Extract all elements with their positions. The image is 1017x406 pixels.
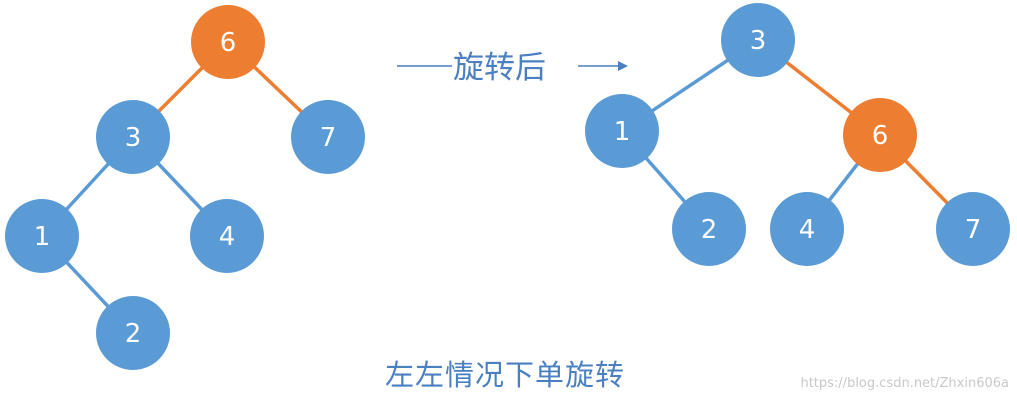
node-circle: [291, 100, 365, 174]
tree-node-before-7: 7: [291, 100, 365, 174]
tree-node-after-1: 1: [585, 94, 659, 168]
node-circle: [190, 199, 264, 273]
tree-node-before-6: 6: [191, 5, 265, 79]
tree-node-before-1: 1: [5, 199, 79, 273]
tree-node-before-2: 2: [96, 296, 170, 370]
node-label: 2: [701, 215, 718, 245]
nodes-layer: 6 3 7 1 4 2 3 1 6 2 4 7: [5, 3, 1010, 370]
arrow-label: 旋转后: [453, 50, 546, 86]
node-circle: [770, 192, 844, 266]
node-circle: [191, 5, 265, 79]
rotation-arrow: 旋转后: [397, 50, 628, 86]
node-circle: [96, 100, 170, 174]
node-label: 4: [799, 215, 816, 245]
node-circle: [96, 296, 170, 370]
node-label: 2: [125, 319, 142, 349]
node-label: 6: [220, 28, 237, 58]
node-label: 3: [750, 26, 767, 56]
tree-node-before-3: 3: [96, 100, 170, 174]
node-circle: [936, 192, 1010, 266]
tree-node-after-6: 6: [843, 98, 917, 172]
node-circle: [721, 3, 795, 77]
node-label: 1: [614, 117, 631, 147]
tree-node-before-4: 4: [190, 199, 264, 273]
node-label: 1: [34, 222, 51, 252]
node-label: 3: [125, 123, 142, 153]
node-circle: [672, 192, 746, 266]
tree-node-after-4: 4: [770, 192, 844, 266]
arrow-head-icon: [618, 61, 628, 71]
node-circle: [843, 98, 917, 172]
node-label: 6: [872, 121, 889, 151]
tree-node-after-7: 7: [936, 192, 1010, 266]
tree-node-after-2: 2: [672, 192, 746, 266]
node-label: 7: [320, 123, 337, 153]
node-circle: [5, 199, 79, 273]
node-label: 4: [219, 222, 236, 252]
node-circle: [585, 94, 659, 168]
node-label: 7: [965, 215, 982, 245]
diagram-caption: 左左情况下单旋转: [385, 358, 626, 392]
tree-node-after-3: 3: [721, 3, 795, 77]
watermark: https://blog.csdn.net/Zhxin606a: [800, 376, 1009, 391]
